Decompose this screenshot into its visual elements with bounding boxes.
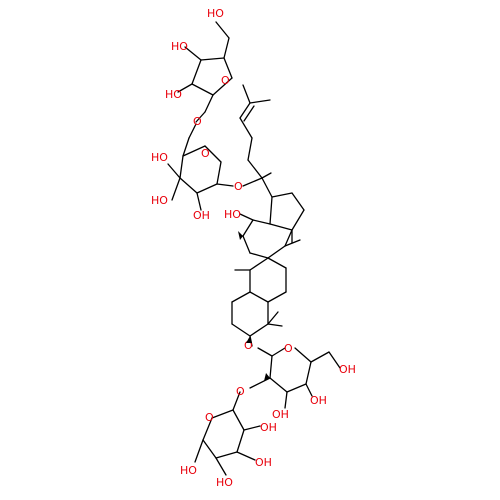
ring-d	[269, 192, 305, 231]
label-ho-top-lower: HO	[165, 88, 182, 101]
label-12-oh: HO	[224, 208, 241, 221]
label-ho-middle-1: HO	[151, 151, 168, 164]
stereo-wedges	[238, 231, 270, 381]
label-o-aglycone: O	[234, 180, 243, 193]
label-o-3: O	[244, 339, 253, 352]
label-ho-top-left: HO	[171, 40, 188, 53]
label-oh-middle: OH	[193, 209, 210, 222]
label-oh-left-1: OH	[255, 456, 272, 469]
label-oh-right-2: OH	[272, 408, 289, 421]
label-oh-ch2oh-right: OH	[339, 363, 356, 376]
label-ho-left-bottom: HO	[216, 476, 233, 489]
side-chain	[239, 84, 273, 198]
label-o-glycosidic-bottom: O	[236, 385, 245, 398]
label-oh-right-1: OH	[310, 394, 327, 407]
label-o-top-ring: O	[221, 74, 230, 87]
lower-left-sugar-ring	[194, 391, 261, 476]
ring-a	[231, 291, 283, 347]
label-ho-ch2oh-left: HO	[180, 464, 197, 477]
top-sugar-ring	[177, 21, 233, 123]
label-o-lower-right-ring: O	[284, 342, 293, 355]
middle-sugar-ring	[167, 123, 234, 211]
label-o-middle-ring: O	[201, 147, 210, 160]
atom-labels: HO HO HO O O O HO HO OH O HO O O OH OH O…	[151, 7, 356, 489]
label-o-lower-left-ring: O	[205, 411, 214, 424]
ring-c	[239, 213, 301, 259]
label-o-glycosidic-top: O	[193, 115, 202, 128]
ring-b	[234, 257, 287, 303]
label-ho-middle-2: HO	[151, 194, 168, 207]
label-ho-top-ch2oh: HO	[207, 7, 224, 20]
label-oh-left-2: OH	[260, 421, 277, 434]
